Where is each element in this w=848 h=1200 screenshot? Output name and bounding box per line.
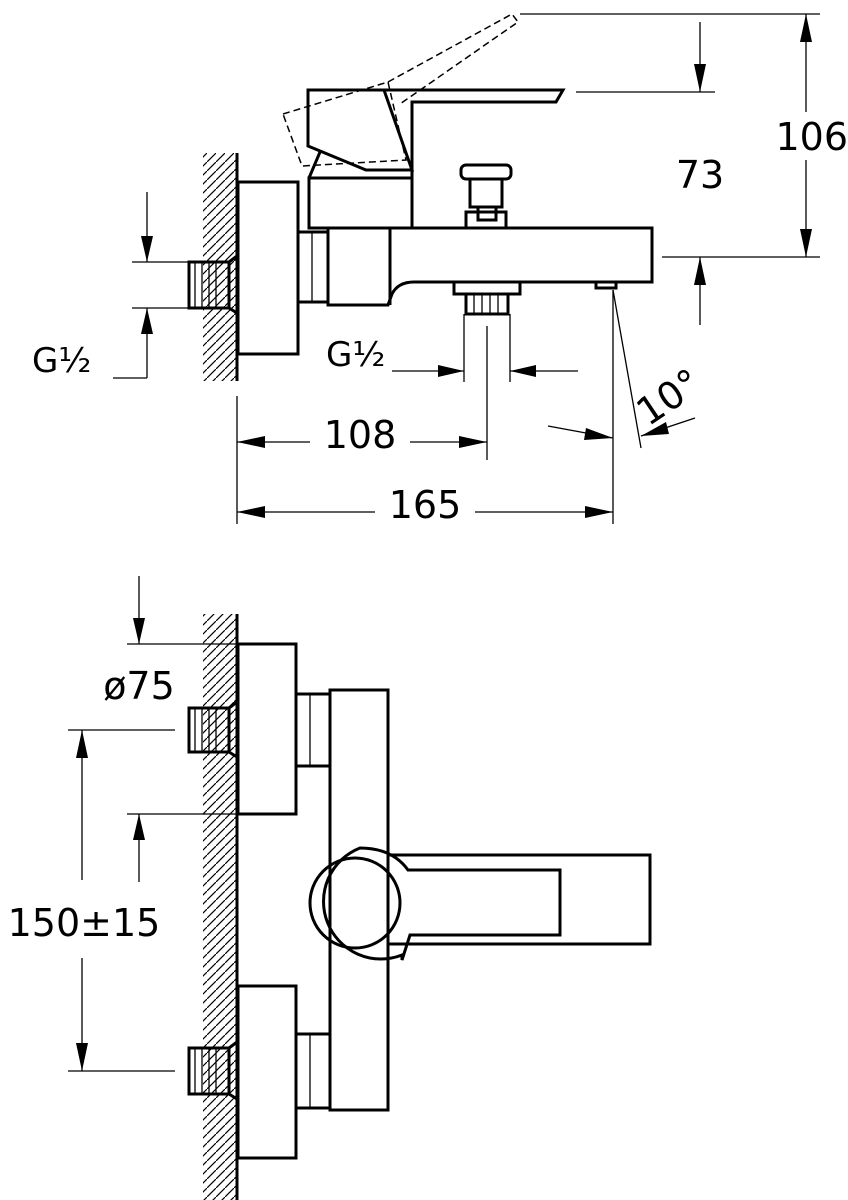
- lever-open-position: [282, 13, 520, 167]
- dim-165-label: 165: [389, 483, 462, 527]
- aerator: [594, 280, 618, 290]
- lever-side: [306, 88, 415, 172]
- wall-side: [203, 153, 239, 381]
- dimension-spacing-150: 150±15: [8, 729, 175, 1072]
- dimension-depth-108: 108: [236, 326, 488, 524]
- dimension-thread-outlet: G½: [326, 314, 578, 382]
- body-connector-side: [296, 230, 330, 304]
- dim-73-label: 73: [676, 153, 724, 197]
- flange-top-upper: [236, 642, 298, 816]
- lever-arm-side: [384, 88, 566, 150]
- wall-top: [203, 614, 239, 1200]
- body-connector-top-upper: [294, 692, 332, 768]
- g-half-inlet-label: G½: [32, 341, 91, 381]
- cartridge-housing-side: [307, 150, 414, 230]
- lever-hub: [308, 856, 402, 950]
- dim-108-label: 108: [324, 413, 397, 457]
- mixer-body-top: [328, 688, 390, 1112]
- inlet-connector-top-upper: [187, 700, 238, 759]
- dimension-depth-165: 165: [237, 483, 613, 527]
- angle-10-label: 10°: [629, 360, 709, 434]
- dimension-angle-10: 10°: [547, 289, 709, 524]
- dimension-height-73: 73: [576, 22, 724, 325]
- top-view: ø75 150±15: [8, 576, 652, 1200]
- side-view: 106 73 G½: [32, 13, 848, 527]
- flange-side: [236, 180, 300, 356]
- outlet-connector-side: [452, 280, 522, 316]
- lever-top: [322, 846, 562, 961]
- dimension-height-106: 106: [520, 13, 848, 258]
- inlet-connector-side: [187, 254, 238, 315]
- dim-106-label: 106: [775, 115, 848, 159]
- g-half-outlet-label: G½: [326, 335, 385, 375]
- dim-150-label: 150±15: [8, 901, 161, 945]
- dim-75-label: ø75: [103, 664, 175, 708]
- diverter-knob: [459, 163, 513, 230]
- spout-top: [388, 853, 652, 946]
- flange-top-lower: [236, 984, 298, 1160]
- dimension-flange-75: ø75: [103, 576, 238, 882]
- body-connector-top-lower: [294, 1032, 332, 1110]
- inlet-connector-top-lower: [187, 1040, 238, 1101]
- dimension-thread-inlet: G½: [32, 192, 190, 381]
